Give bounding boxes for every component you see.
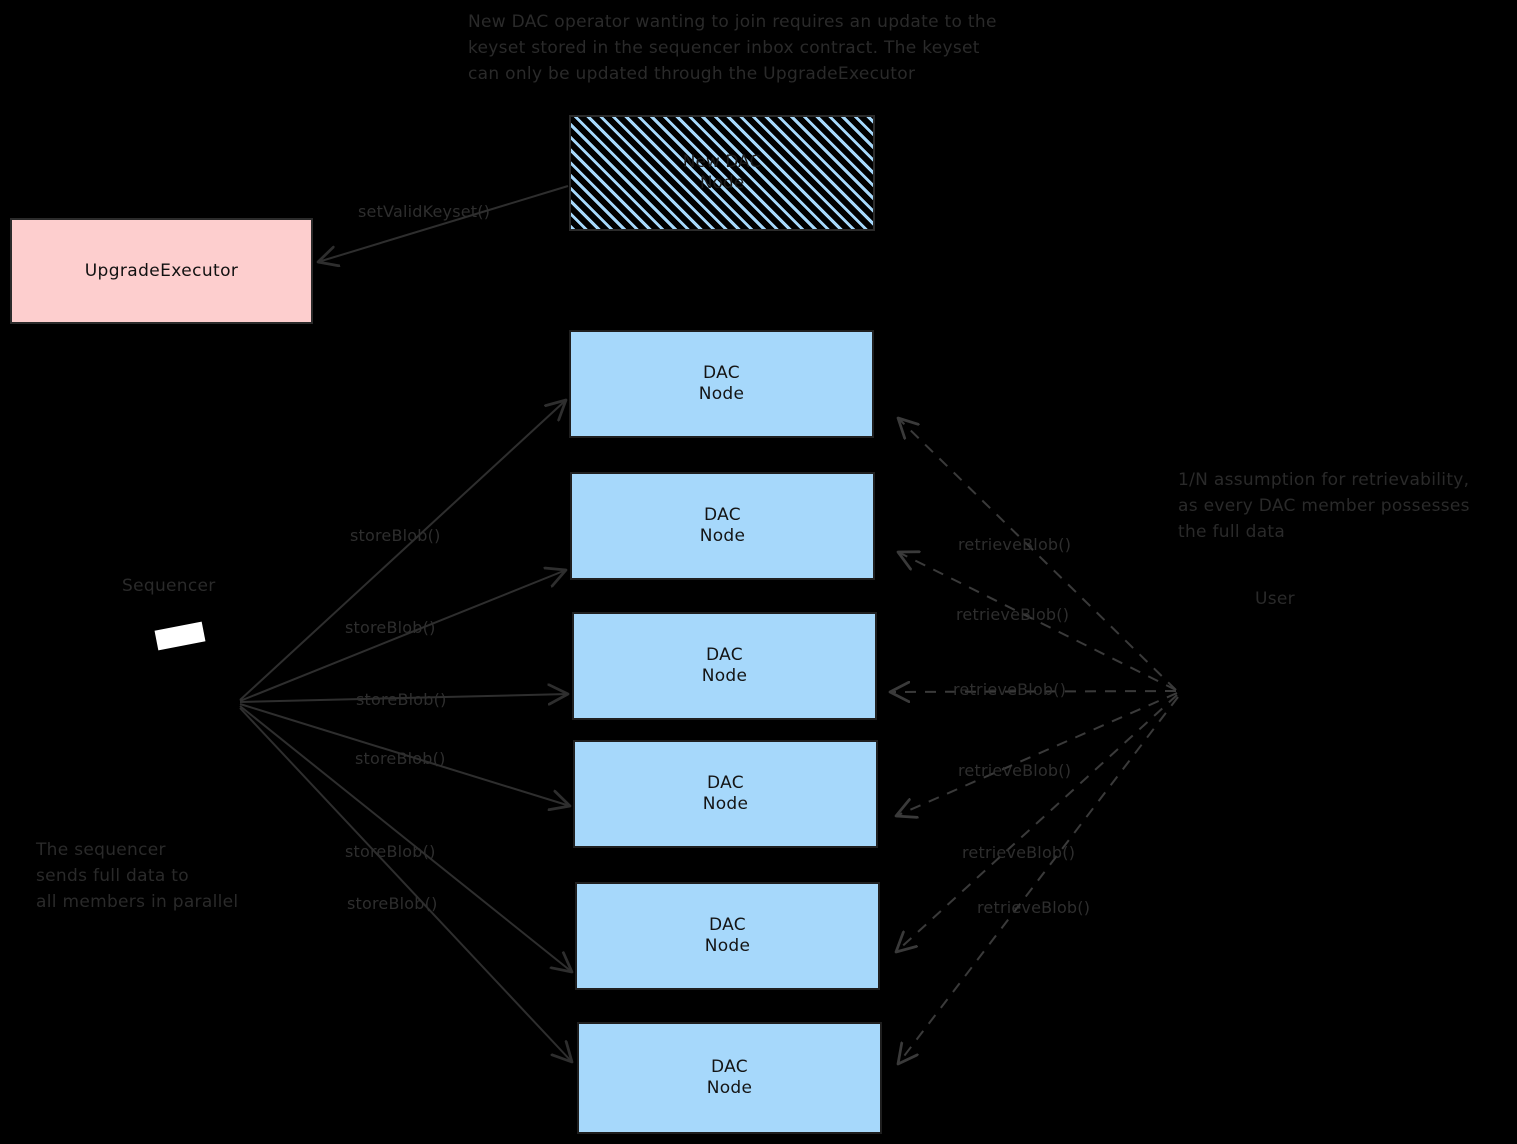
edge-label-set-valid-keyset: setValidKeyset() bbox=[358, 202, 491, 221]
dac-node-box-5[interactable]: DAC Node bbox=[575, 882, 880, 990]
edge-set-valid-keyset bbox=[318, 185, 569, 262]
edge-retrieve-blob-6 bbox=[898, 696, 1179, 1064]
dac-node-box-1[interactable]: DAC Node bbox=[569, 330, 874, 438]
new-dac-node-line1: New DAC bbox=[682, 151, 762, 172]
right-annotation: 1/N assumption for retrievability, as ev… bbox=[1178, 470, 1470, 542]
edge-label-retrieve-blob-5: retrieveBlob() bbox=[962, 843, 1076, 862]
dac-node-3-line1: DAC bbox=[706, 645, 743, 666]
edge-label-retrieve-blob-1: retrieveBlob() bbox=[958, 535, 1072, 554]
dac-node-box-3[interactable]: DAC Node bbox=[572, 612, 877, 720]
edge-label-store-blob-3: storeBlob() bbox=[356, 690, 447, 709]
user-label: User bbox=[1255, 589, 1295, 609]
edge-label-store-blob-5: storeBlob() bbox=[345, 842, 436, 861]
edge-retrieve-blob-1 bbox=[898, 418, 1177, 691]
edge-label-store-blob-4: storeBlob() bbox=[355, 749, 446, 768]
dac-node-4-line1: DAC bbox=[707, 773, 744, 794]
dac-node-1-line2: Node bbox=[698, 384, 745, 404]
edge-store-blob-1 bbox=[239, 400, 566, 701]
edge-label-retrieve-blob-3: retrieveBlob() bbox=[953, 680, 1067, 699]
dac-node-box-4[interactable]: DAC Node bbox=[573, 740, 878, 848]
edge-label-retrieve-blob-4: retrieveBlob() bbox=[958, 761, 1072, 780]
dac-node-2-line1: DAC bbox=[704, 505, 741, 526]
sequencer-label: Sequencer bbox=[122, 576, 216, 596]
dac-node-4-line2: Node bbox=[702, 794, 749, 814]
new-dac-node-line2: Node bbox=[699, 173, 745, 193]
sequencer-icon bbox=[154, 621, 206, 651]
dac-node-6-line2: Node bbox=[706, 1078, 753, 1098]
edge-label-retrieve-blob-6: retrieveBlob() bbox=[977, 898, 1091, 917]
dac-node-2-line2: Node bbox=[699, 526, 746, 546]
edge-retrieve-blob-4 bbox=[896, 692, 1178, 816]
dac-node-1-line1: DAC bbox=[703, 363, 740, 384]
top-annotation: New DAC operator wanting to join require… bbox=[468, 12, 997, 84]
dac-node-3-line2: Node bbox=[701, 666, 748, 686]
upgrade-executor-box[interactable]: UpgradeExecutor bbox=[10, 218, 313, 324]
edge-label-store-blob-6: storeBlob() bbox=[347, 894, 438, 913]
edge-label-retrieve-blob-2: retrieveBlob() bbox=[956, 605, 1070, 624]
left-annotation: The sequencer sends full data to all mem… bbox=[36, 840, 239, 912]
dac-node-5-line2: Node bbox=[704, 936, 751, 956]
dac-node-box-6[interactable]: DAC Node bbox=[577, 1022, 882, 1134]
dac-node-box-2[interactable]: DAC Node bbox=[570, 472, 875, 580]
new-dac-node-box[interactable]: New DAC Node bbox=[569, 115, 875, 231]
edge-label-store-blob-2: storeBlob() bbox=[345, 618, 436, 637]
dac-node-5-line1: DAC bbox=[709, 915, 746, 936]
dac-node-6-line1: DAC bbox=[711, 1057, 748, 1078]
edge-label-store-blob-1: storeBlob() bbox=[350, 526, 441, 545]
upgrade-executor-label: UpgradeExecutor bbox=[84, 261, 239, 281]
